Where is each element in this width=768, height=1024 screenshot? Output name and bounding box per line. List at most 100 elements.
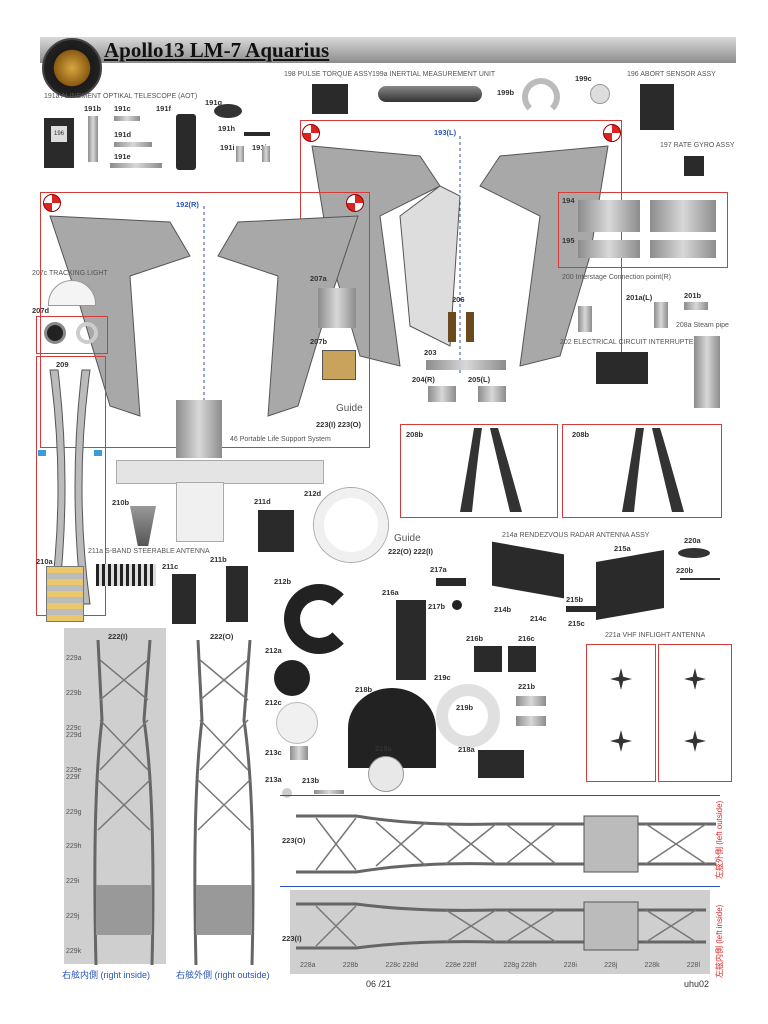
guide-line [280,795,720,798]
part-212d [314,488,388,562]
guide-label-2: Guide [394,533,421,544]
truss-label: 228i [563,962,577,969]
part-221b-2 [516,716,546,726]
part-196-panel: 196 [44,118,74,168]
label-191c: 191c [114,104,131,113]
label-191a: 191a ALINEMENT OPTIKAL TELESCOPE (AOT) [44,93,198,100]
truss-label: 228b [342,962,359,969]
register-mark [346,194,364,212]
truss-label: 229e 229f [66,766,82,781]
left-inside-text: 左舷内側 (left inside) [715,904,724,978]
label-214a: 214a RENDEZVOUS RADAR ANTENNA ASSY [502,532,650,539]
part-191c [114,116,140,121]
label-213c: 213c [265,748,282,757]
label-197: 197 RATE GYRO ASSY [660,142,735,149]
part-212a [274,660,310,696]
part-206b [466,312,474,342]
label-191g: 191g [205,98,223,107]
truss-label: 228e 228f [445,962,477,969]
label-214c: 214c [530,614,547,623]
label-196: 196 ABORT SENSOR ASSY [627,71,716,78]
label-214b: 214b [494,605,512,614]
truss-label: 229a [66,655,82,662]
label-215b: 215b [566,595,584,604]
label-223-guide: 223(I) 223(O) [316,420,362,429]
truss-label: 229j [66,913,80,921]
truss-label: 228l [686,962,700,969]
label-200: 200 Interstage Connection point(R) [562,274,671,281]
truss-label: 229h [66,843,82,851]
part-194b [650,200,716,232]
label-211b: 211b [210,555,227,564]
truss-bottom-label-row: 228a 228b 228c 228d 228e 228f 228g 228h … [300,962,700,969]
label-193: 193(L) [434,128,457,137]
right-inside-text: 右舷内側 (right inside) [62,970,151,980]
label-195: 195 [562,236,575,245]
label-216a: 216a [382,588,399,597]
label-208b-1: 208b [406,430,424,439]
part-218a [478,750,524,778]
label-211c: 211c [162,562,179,571]
part-216a [396,600,426,680]
label-218b: 218b [355,685,373,694]
label-right-inside: 右舷内側 (right inside) [62,968,150,981]
part-207c [48,280,96,306]
label-199a: 199a INERTIAL MEASUREMENT UNIT [372,71,496,78]
truss-label: 229k [66,948,82,955]
label-207d: 207d [32,306,50,315]
part-199a [378,86,482,102]
label-201b: 201b [684,291,702,300]
part-210a [46,566,84,622]
region-208b-left [400,424,558,518]
label-213b: 213b [302,776,320,785]
guide-line [280,886,720,889]
part-215b [566,606,598,612]
part-213a [282,788,292,798]
label-207a: 207a [310,274,327,283]
label-199c: 199c [575,74,592,83]
part-201b [684,302,708,310]
label-210b: 210b [112,498,130,507]
part-196-abort [640,84,674,130]
region-221a-left [586,644,656,782]
part-191b [88,116,98,162]
label-211d: 211d [254,497,271,506]
truss-left-inside [296,901,706,951]
part-216c [508,646,536,672]
part-46-bottom [176,482,224,542]
part-206a [448,312,456,342]
part-192-shape [49,206,359,426]
register-mark [302,124,320,142]
part-220b [680,578,720,580]
label-208a: 208a Steam pipe [676,322,729,329]
part-216b [474,646,502,672]
label-192: 192(R) [176,200,199,209]
label-218a: 218a [458,745,475,754]
region-208b-right [562,424,722,518]
label-205: 205(L) [468,375,491,384]
part-219a [368,756,404,792]
part-195 [578,240,640,258]
truss-left-label-column: 229a 229b 229c 229d 229e 229f 229g 229h … [66,655,86,955]
register-mark [603,124,621,142]
label-215c: 215c [568,619,585,628]
label-209: 209 [56,360,69,369]
label-203: 203 [424,348,437,357]
part-191h [244,132,270,136]
label-212c: 212c [265,698,282,707]
part-213c [290,746,308,760]
mission-logo [42,38,102,98]
part-199c [590,84,610,104]
truss-label: 229b [66,689,82,697]
label-199b: 199b [497,88,515,97]
part-197 [684,156,704,176]
label-202: 202 ELECTRICAL CIRCUIT INTERRUPTER [560,339,699,346]
label-217b: 217b [428,602,446,611]
part-208a [694,336,720,408]
part-221b-1 [516,696,546,706]
part-213b [314,790,344,794]
page-title: Apollo13 LM-7 Aquarius [104,38,330,62]
label-210a: 210a [36,557,53,566]
label-191e: 191e [114,152,131,161]
label-222o: 222(O) [210,632,234,641]
